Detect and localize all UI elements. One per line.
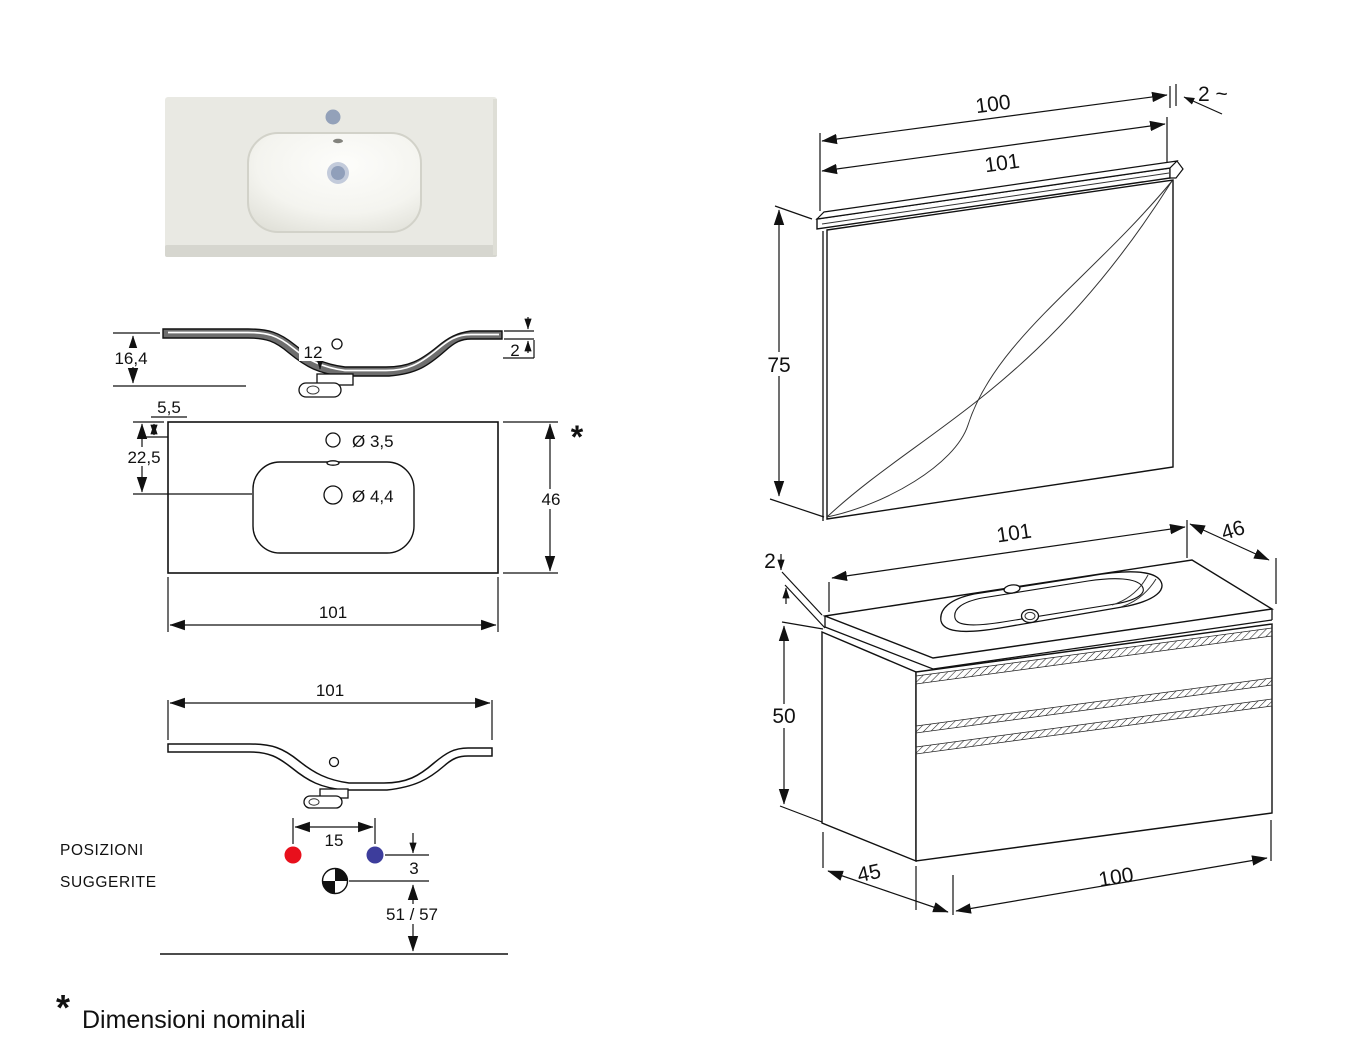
dim-vanity-top-width: 101	[995, 520, 1033, 548]
overflow-hole-front	[328, 756, 340, 768]
ext-line	[779, 805, 823, 823]
dim-plan-width: 101	[319, 603, 347, 622]
basin-wall-line	[1120, 578, 1157, 608]
dim-mirror-width: 101	[983, 150, 1021, 178]
dim-section-side-offset: 5,5	[157, 398, 181, 417]
vanity-view: 101 46 2 50	[764, 516, 1277, 915]
drawer-groove	[915, 698, 1273, 755]
ext-line	[769, 498, 825, 518]
drain-hole-vanity	[1020, 608, 1040, 624]
dim-front-holes-spacing: 15	[325, 831, 344, 850]
basin-bowl	[954, 578, 1144, 626]
mirror-view: 100 2 ~ 101 75	[761, 83, 1228, 521]
ext-line	[784, 584, 826, 629]
drawer-groove	[915, 677, 1273, 734]
washbasin-slab-side	[493, 99, 497, 255]
cold-water-dot	[366, 846, 384, 864]
label-drain-diameter: Ø 4,4	[352, 487, 394, 506]
label-positions-line2: SUGGERITE	[60, 874, 157, 891]
plan-view: Ø 3,5 Ø 4,4 * 22,5 46 101	[121, 419, 584, 632]
footnote: * Dimensioni nominali	[56, 987, 306, 1034]
dim-text-bg	[383, 904, 442, 924]
dim-section-rim-thickness: 2	[510, 341, 519, 360]
footnote-text: Dimensioni nominali	[82, 1006, 306, 1034]
tap-hole-photo	[325, 109, 341, 125]
mirror-reflection-curve	[826, 180, 1173, 518]
front-profile	[167, 743, 493, 791]
ext-line	[781, 571, 823, 616]
hot-water-dot	[284, 846, 302, 864]
dim-vanity-base-depth: 45	[855, 860, 883, 887]
front-drain-detail	[308, 798, 320, 806]
dim-text-bg	[766, 704, 803, 728]
dim-mirror-outer-width: 100	[974, 91, 1012, 118]
dim-text-bg	[299, 343, 329, 361]
dim-line	[955, 855, 1268, 914]
drawer-groove	[915, 627, 1273, 685]
ext-line	[774, 205, 813, 220]
overflow-slot-plan	[326, 460, 340, 466]
overflow-hole-icon	[331, 338, 343, 350]
section-drain-detail	[306, 385, 320, 395]
counter-lip	[824, 619, 1273, 670]
drain-hole-plan	[323, 485, 343, 505]
dim-vanity-top-depth: 46	[1219, 516, 1248, 545]
dim-vanity-top-thickness: 2	[764, 550, 776, 573]
section-inner-line	[168, 331, 499, 372]
mirror-panel	[826, 179, 1174, 520]
footnote-mark-plan: *	[571, 419, 584, 455]
washbasin-slab-edge	[165, 245, 497, 257]
dim-section-total-height: 16,4	[114, 349, 147, 368]
center-of-gravity-icon	[321, 867, 349, 895]
tap-hole-vanity	[1003, 584, 1021, 594]
label-tap-hole-diameter: Ø 3,5	[352, 432, 394, 451]
plan-bowl	[252, 461, 415, 554]
basin-wall-line	[1111, 574, 1149, 606]
dim-mirror-height: 75	[767, 354, 790, 377]
dim-line	[821, 120, 1166, 175]
dim-text-bg	[108, 348, 154, 367]
dim-plan-tap-offset: 22,5	[127, 448, 160, 467]
mirror-bar-inner-line	[821, 172, 1170, 225]
dim-front-drain-height: 51 / 57	[386, 905, 438, 924]
dim-vanity-base-width: 100	[1097, 863, 1135, 891]
dim-line	[831, 523, 1186, 582]
dim-text-bg	[535, 489, 566, 509]
dim-section-bowl-depth: 12	[304, 343, 323, 362]
cabinet-side-face	[821, 630, 917, 863]
ext-line	[781, 621, 824, 630]
dim-line	[827, 870, 949, 913]
mirror-reflection-curve	[826, 180, 1173, 518]
drain-hole-photo	[331, 166, 345, 180]
dim-mirror-thickness: 2 ~	[1198, 83, 1228, 106]
dim-front-offset: 3	[409, 859, 418, 878]
front-drain-trap	[303, 795, 343, 809]
label-positions-line1: POSIZIONI	[60, 842, 144, 859]
mirror-top-bar-end	[1169, 160, 1184, 179]
footnote-mark: *	[56, 987, 70, 1028]
cabinet-front-face	[915, 623, 1273, 862]
dim-front-width: 101	[316, 681, 344, 700]
dim-text-bg	[761, 352, 797, 376]
section-view: 16,4 12 2 5,5	[108, 317, 535, 438]
washbasin-photo	[165, 97, 497, 257]
dim-text-bg	[121, 447, 167, 466]
leader-line	[1183, 96, 1223, 115]
section-drain-trap	[298, 382, 342, 398]
dim-vanity-height: 50	[772, 705, 795, 728]
overflow-slot	[333, 138, 343, 144]
tap-hole-plan	[325, 432, 341, 448]
drain-hole-vanity-inner	[1024, 611, 1036, 621]
front-view: 101 15 3 51 / 57 POSIZIONI SUGGERITE	[60, 681, 508, 955]
dim-line	[1189, 523, 1270, 561]
dim-plan-depth: 46	[542, 490, 561, 509]
